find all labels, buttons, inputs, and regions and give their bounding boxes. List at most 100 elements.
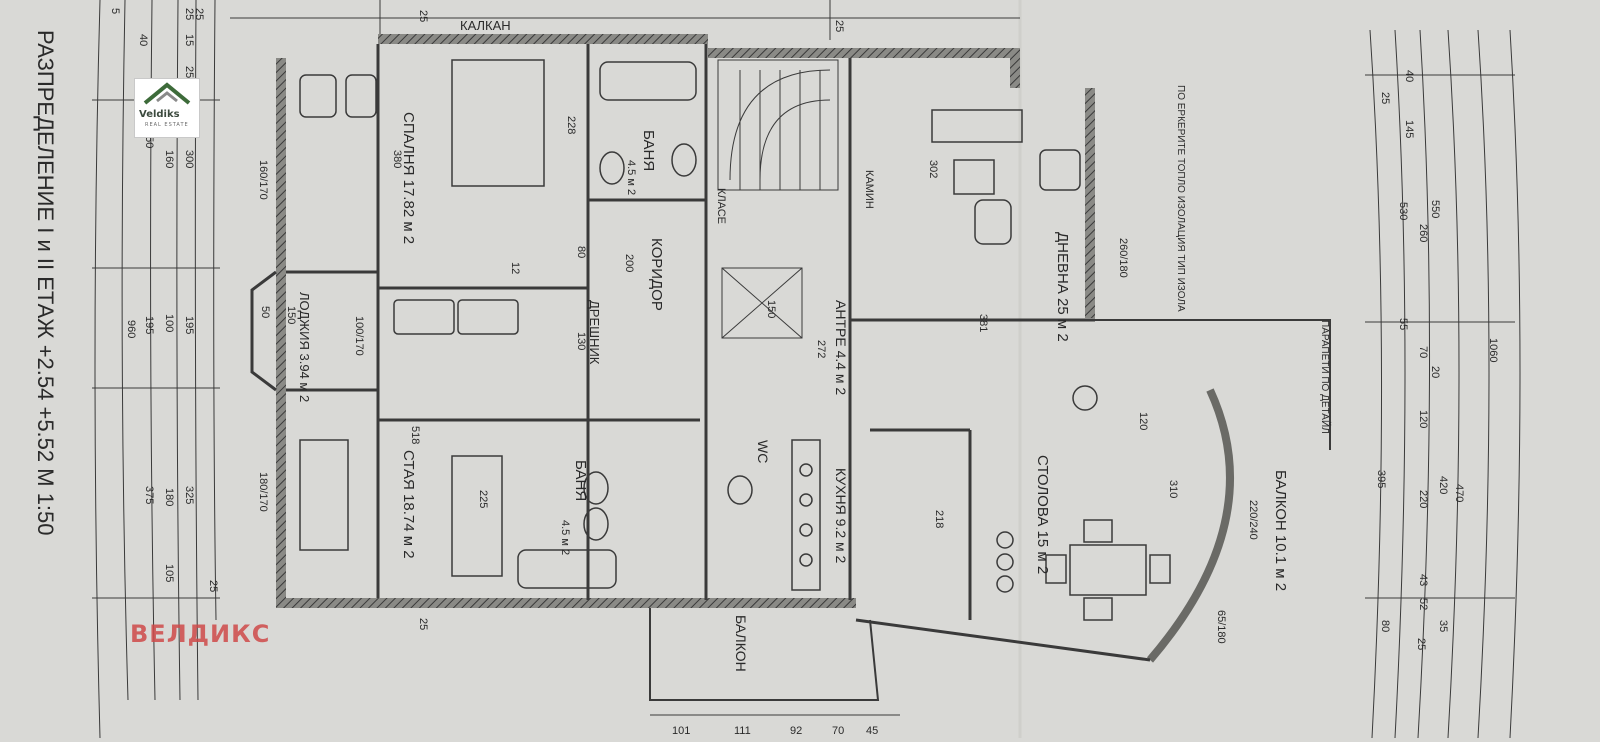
dimension-label: 1060 [1487,338,1499,362]
dimension-label: 260/180 [1117,238,1129,278]
dimension-label: 220/240 [1247,500,1259,540]
label-bath1-area: 4.5 м 2 [625,160,637,195]
label-living: ДНЕВНА 25 м 2 [1054,232,1071,342]
dimension-label: 260 [1417,224,1429,242]
plan-title: РАЗПРЕДЕЛЕНИЕ I и II ЕТАЖ +2.54 +5.52 М … [33,30,58,536]
dimension-label: 220 [1417,490,1429,508]
dimension-label: 52 [1417,598,1429,610]
dimension-label: 45 [866,725,878,737]
dimension-label: 530 [1397,202,1409,220]
dimension-label: 302 [927,160,939,178]
veldiks-logo: Veldiks REAL ESTATE [134,78,200,138]
fixtures [299,59,1171,621]
dimension-label: 25 [417,10,429,22]
dimension-label: 195 [143,316,155,334]
label-bedroom: СПАЛНЯ 17.82 м 2 [400,112,417,244]
dimension-label: 100/170 [353,316,365,356]
dimension-label: 225 [477,490,489,508]
label-bath1: БАНЯ [640,130,657,171]
dimension-label: 310 [1167,480,1179,498]
dimension-label: 381 [977,314,989,332]
dimension-label: 80 [575,246,587,258]
dimension-label: 111 [734,725,751,737]
note-insulation: ПО ЕРКЕРИТЕ ТОПЛО ИЗОЛАЦИЯ ТИП ИЗОЛА [1175,85,1186,312]
label-loggia: ЛОДЖИЯ 3.94 м 2 [297,292,312,402]
dimension-label: 180/170 [257,472,269,512]
right-dimension-lines [1365,29,1521,739]
dimension-label: 40 [137,34,149,46]
dimension-numbers: 5 25 15 40 25 960 350 160 300 195 100 19… [109,8,1499,737]
dimension-label: 70 [832,725,844,737]
label-chimney: КАМИН [863,170,875,209]
dimension-label: 200 [623,254,635,272]
label-dressing: ДРЕШНИК [587,300,602,365]
dimension-label: 960 [125,320,137,338]
dimension-label: 180 [163,488,175,506]
label-bath2: БАНЯ [572,460,589,501]
dimension-label: 325 [183,486,195,504]
dimension-label: 25 [183,66,195,78]
dimension-label: 25 [833,20,845,32]
dimension-label: 160/170 [257,160,269,200]
note-parapets: ПАРАПЕТИ ПО ДЕТАЙЛ [1319,320,1332,434]
dimension-label: 380 [391,150,403,168]
dimension-label: 25 [193,8,205,20]
loggia-bay-window [250,270,277,392]
dimension-label: 92 [790,725,802,737]
label-dining: СТОЛОВА 15 м 2 [1034,455,1051,574]
label-balcony-bottom: БАЛКОН [733,615,749,672]
dimension-label: 150 [285,306,297,324]
logo-name: Veldiks [139,109,180,120]
dimension-label: 40 [1403,70,1415,82]
dimension-label: 160 [163,150,175,168]
dimension-label: 420 [1437,476,1449,494]
dimension-label: 272 [815,340,827,358]
label-stair: КЛАСЕ [715,188,727,224]
dimension-label: 50 [259,306,271,318]
house-logo-icon [143,82,191,105]
dimension-label: 43 [1417,574,1429,586]
dimension-label: 395 [1375,470,1387,488]
right-balcony-outline [649,319,1331,701]
outer-walls [276,34,1095,608]
dimension-label: 80 [1379,620,1391,632]
dimension-label: 12 [509,262,521,274]
dimension-label: 15 [183,34,195,46]
dimension-label: 228 [565,116,577,134]
dimension-label: 195 [183,316,195,334]
dimension-label: 70 [1417,346,1429,358]
dimension-label: 20 [1429,366,1441,378]
dimension-label: 25 [183,8,195,20]
label-bath2-area: 4.5 м 2 [559,520,571,555]
dimension-label: 300 [183,150,195,168]
label-kitchen: КУХНЯ 9.2 м 2 [833,468,849,564]
label-kalkan: КАЛКАН [460,18,511,33]
dimension-label: 65/180 [1215,610,1227,644]
label-balcony-right: БАЛКОН 10.1 м 2 [1272,470,1289,591]
label-wc: WC [755,440,771,463]
dimension-label: 5 [109,8,121,14]
label-room: СТАЯ 18.74 м 2 [400,450,417,559]
dimension-label: 35 [1437,620,1449,632]
dimension-label: 518 [409,426,421,444]
dimension-label: 25 [1379,92,1391,104]
top-dimension-lines [230,0,1020,716]
staircase [717,59,839,339]
watermark-text: ВЕЛДИКС [130,620,271,648]
dimension-label: 25 [417,618,429,630]
dimension-label: 25 [1415,638,1427,650]
dimension-label: 470 [1453,484,1465,502]
dimension-label: 100 [163,314,175,332]
dimension-label: 130 [575,332,587,350]
interior-walls [286,44,1095,620]
dimension-label: 55 [1397,318,1409,330]
dimension-label: 150 [765,300,777,318]
dimension-label: 101 [672,725,690,737]
dimension-label: 550 [1429,200,1441,218]
dimension-label: 25 [207,580,219,592]
dimension-label: 120 [1137,412,1149,430]
dimension-label: 375 [143,486,155,504]
label-antre: АНТРЕ 4.4 м 2 [833,300,849,395]
